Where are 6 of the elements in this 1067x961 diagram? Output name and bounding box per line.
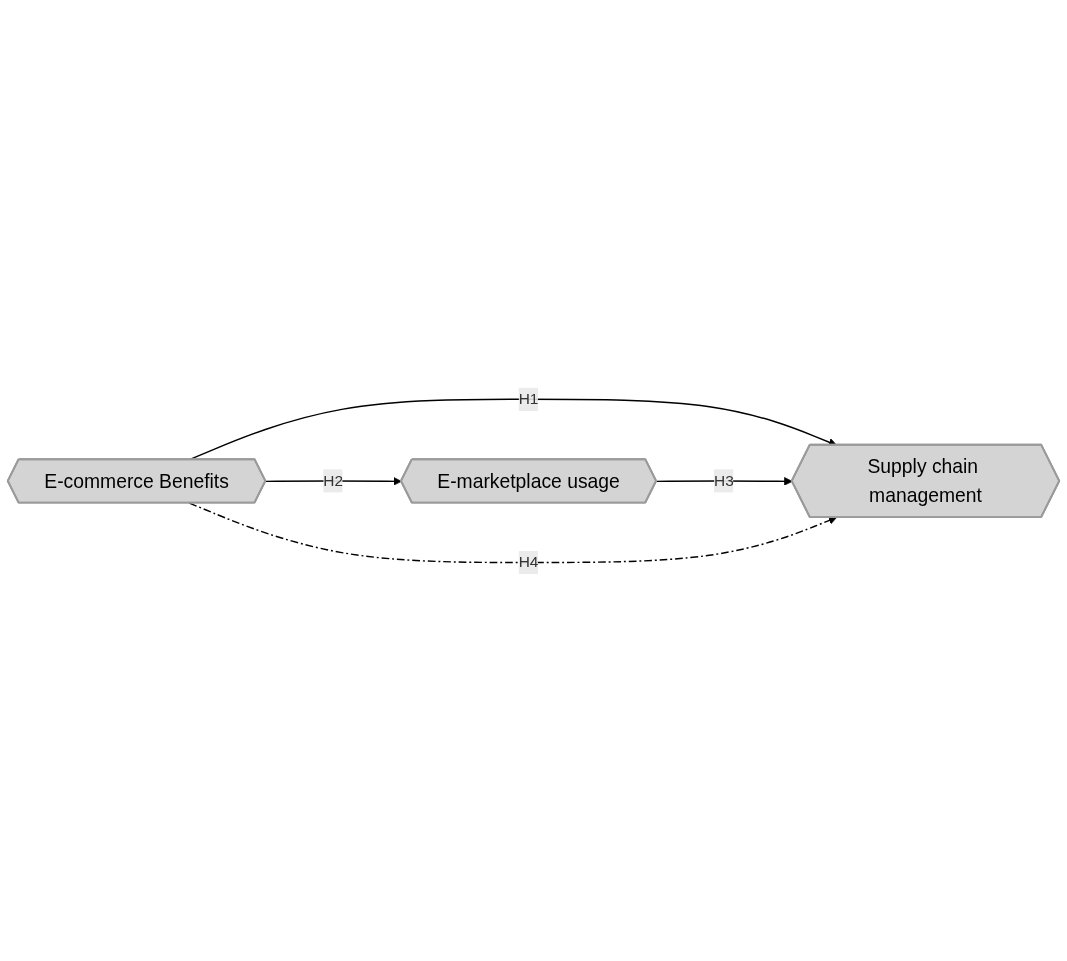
edge-label: H3 [714,471,734,489]
edge-label: H4 [518,553,539,570]
edge-label: H1 [518,390,539,407]
arrow [265,476,402,486]
arrow [188,501,837,563]
edge-label: H2 [323,471,344,489]
